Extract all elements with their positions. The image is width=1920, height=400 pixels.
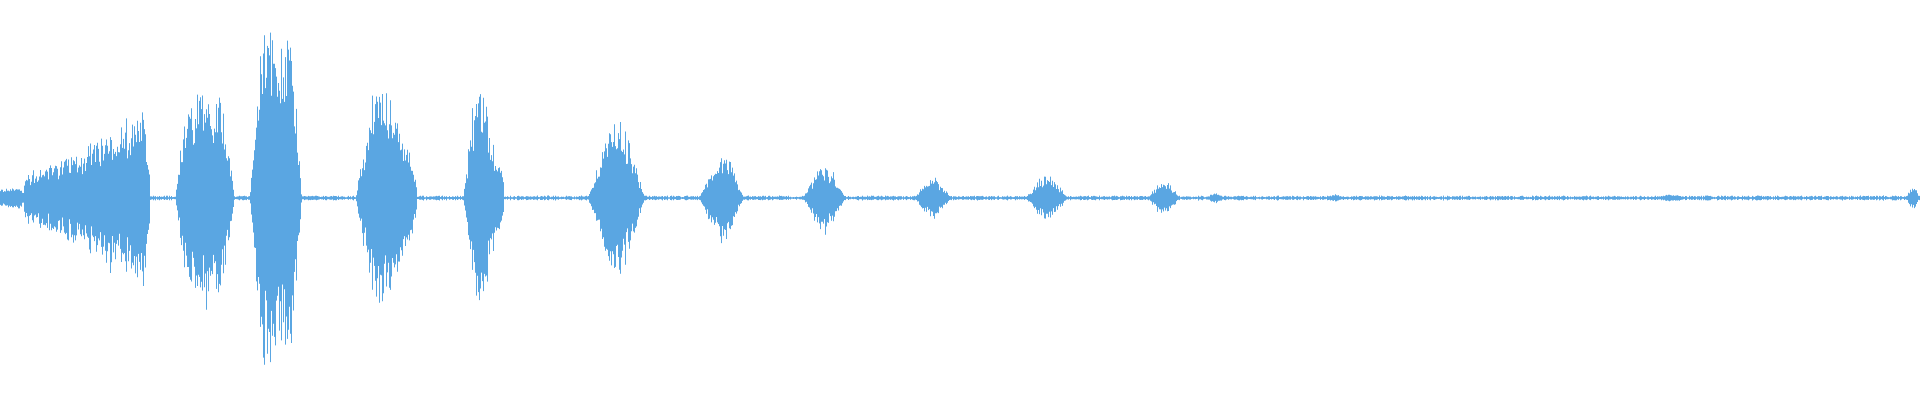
waveform-trace	[0, 32, 1920, 365]
waveform-channel	[0, 32, 1920, 365]
